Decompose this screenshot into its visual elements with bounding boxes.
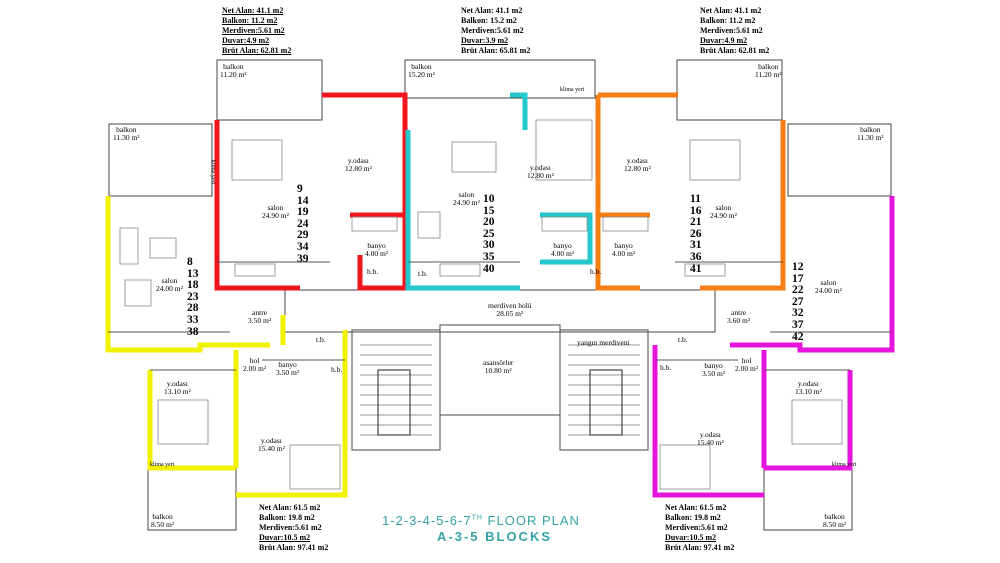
label-klima-3: klima yeri — [150, 462, 175, 468]
label-klima-1: klima yeri — [209, 159, 216, 185]
label-hb-red: h.b. — [367, 267, 379, 276]
label-tb-cyan: t.b. — [418, 269, 428, 278]
flat-red-walls — [214, 92, 408, 291]
blocks-subtitle: A-3-5 BLOCKS — [437, 529, 553, 544]
stair-treads — [360, 344, 640, 436]
label-hb-right: h.b. — [660, 363, 672, 372]
flat-cyan-walls — [405, 92, 593, 291]
stair-right — [559, 329, 649, 451]
flat-orange-walls — [595, 92, 786, 291]
balcony-left — [108, 123, 213, 197]
balcony-top-left — [216, 59, 323, 121]
label-klima-4: klima yeri — [832, 462, 857, 468]
label-tb-right: t.b. — [678, 335, 688, 344]
label-hb-left: h.b. — [331, 365, 343, 374]
stair-left — [351, 329, 441, 451]
label-klima-2: klima yeri — [560, 87, 585, 93]
unit-info-bottom-left: Net Alan: 61.5 m2 Balkon: 19.8 m2 Merdiv… — [259, 503, 329, 552]
unit-info-bottom-right: Net Alan: 61.5 m2 Balkon: 19.8 m2 Merdiv… — [665, 503, 735, 552]
furniture — [119, 119, 843, 490]
unit-info-top-left: Net Alan: 41.1 m2 Balkon: 11.2 m2 Merdiv… — [222, 6, 292, 55]
label-hb-orange: h.b. — [590, 267, 602, 276]
balcony-top-right — [676, 59, 783, 121]
balcony-right — [787, 123, 892, 197]
unit-info-top-right: Net Alan: 41.1 m2 Balkon: 11.2 m2 Merdiv… — [700, 6, 770, 55]
floor-plan-title: 1-2-3-4-5-6-7TH FLOOR PLAN — [382, 513, 580, 528]
label-tb-left: t.b. — [316, 335, 326, 344]
elevator-block — [439, 324, 561, 416]
label-yangin-merdiveni: yangın merdiveni — [577, 338, 630, 347]
unit-info-top-mid: Net Alan: 41.1 m2 Balkon: 15.2 m2 Merdiv… — [461, 6, 531, 55]
balcony-top-mid — [404, 59, 596, 99]
flat-left-walls — [105, 196, 348, 498]
